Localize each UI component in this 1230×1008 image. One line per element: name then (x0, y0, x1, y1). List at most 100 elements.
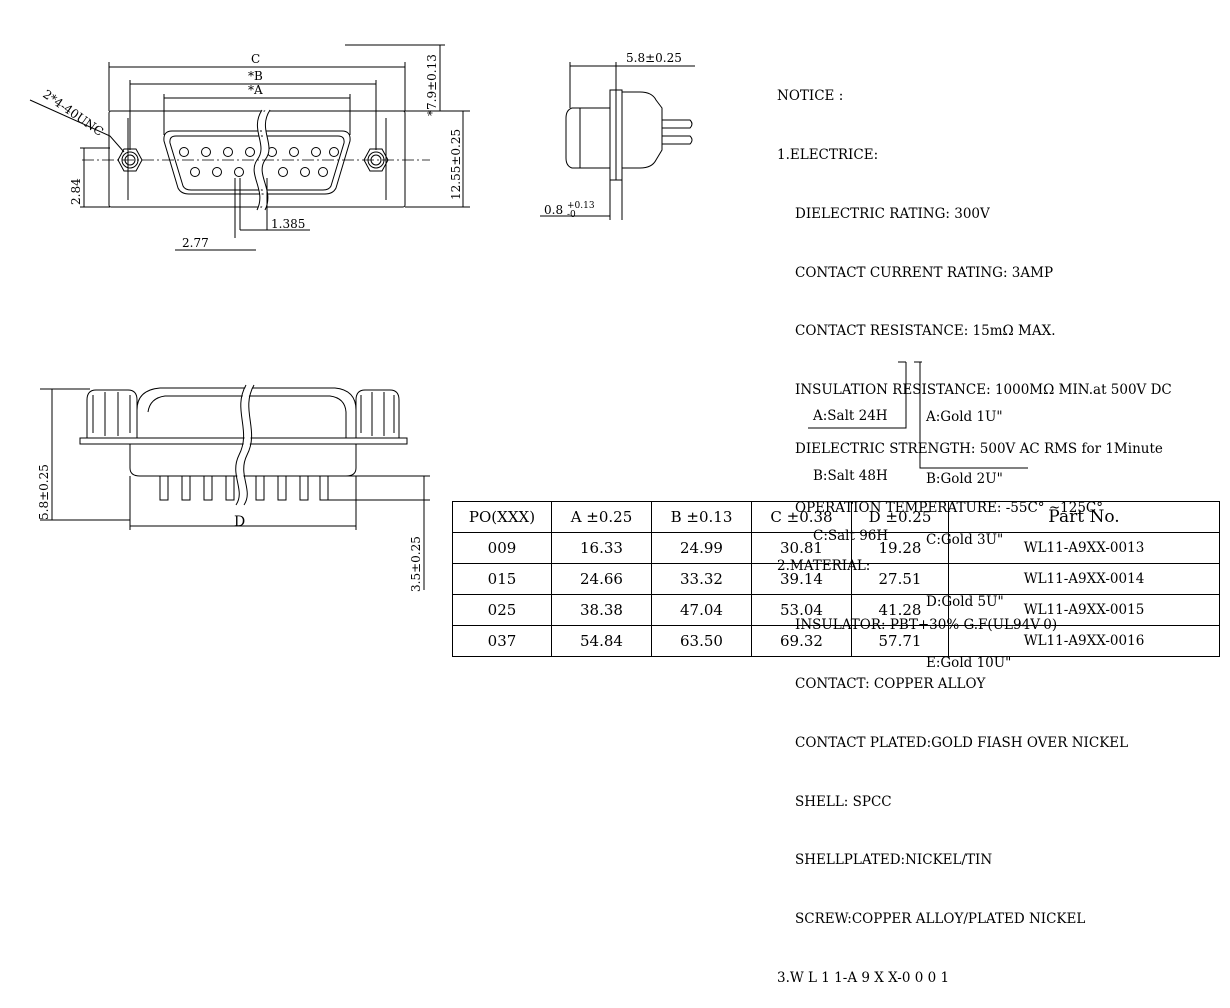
table-row: 037 54.84 63.50 69.32 57.71 WL11-A9XX-00… (452, 625, 1220, 657)
table-cell: 63.50 (651, 625, 752, 657)
notice-s2-line: SHELL: SPCC (795, 793, 892, 810)
side-dim-width-lines (569, 62, 695, 108)
table-cell: WL11-A9XX-0015 (948, 594, 1220, 626)
side-pins (662, 119, 693, 145)
bottom-dim-pin-lines (328, 475, 430, 590)
technical-drawing: C *B *A *7.9±0.13 12.55±0.25 2*4-40UNC 2… (29, 44, 1028, 592)
bottom-break-2 (243, 384, 255, 506)
notice-brackets (808, 361, 1028, 469)
table-cell: 24.99 (651, 532, 752, 564)
notice-section-3-heading: 3.W L 1 1-A 9 X X-0 0 0 1 (777, 969, 950, 986)
front-pins-row-1 (179, 147, 339, 157)
notice-section-1-heading: 1.ELECTRICE: (777, 146, 879, 163)
notice-s2-line: CONTACT: COPPER ALLOY (795, 676, 986, 692)
label-side-thickness-sup: +0.13 (567, 201, 595, 211)
front-view (29, 44, 470, 251)
dim-pitch-lines (175, 178, 310, 251)
label-screw: 2*4-40UNC (40, 87, 106, 139)
table-row: 009 16.33 24.99 30.81 19.28 WL11-A9XX-00… (452, 532, 1220, 564)
label-dim-height-top: *7.9±0.13 (425, 54, 439, 116)
notice-title: NOTICE : (777, 88, 844, 105)
table-header: C ±0.38 (751, 501, 852, 533)
table-cell: 19.28 (851, 532, 949, 564)
label-dim-pitch-row: 2.77 (182, 236, 209, 250)
table-header: A ±0.25 (551, 501, 652, 533)
table-cell: 24.66 (551, 563, 652, 595)
label-side-thickness: 0.8 (544, 203, 563, 217)
notice-s1-line: INSULATION RESISTANCE: 1000MΩ MIN.at 500… (795, 382, 1172, 399)
table-row: 015 24.66 33.32 39.14 27.51 WL11-A9XX-00… (452, 563, 1220, 595)
front-shell-outline (108, 110, 406, 208)
table-header: D ±0.25 (851, 501, 949, 533)
bottom-dim-height-lines (40, 388, 130, 521)
bottom-pins (159, 476, 329, 501)
table-cell: 69.32 (751, 625, 852, 657)
notice-s1-line: DIELECTRIC RATING: 300V (795, 205, 990, 222)
table-cell: 33.32 (651, 563, 752, 595)
table-cell: WL11-A9XX-0016 (948, 625, 1220, 657)
dim-a-line (163, 94, 351, 135)
notice-s2-line: CONTACT PLATED:GOLD FIASH OVER NICKEL (795, 734, 1129, 751)
side-rear (622, 91, 663, 169)
screw-leader (29, 99, 125, 153)
salt-option: A:Salt 24H (813, 408, 888, 424)
table-cell: 025 (452, 594, 552, 626)
label-bottom-height: 5.8±0.25 (37, 464, 51, 520)
table-header: Part No. (948, 501, 1220, 533)
label-dim-b: *B (248, 69, 263, 83)
salt-option: B:Salt 48H (813, 468, 888, 484)
label-dim-a: *A (248, 83, 263, 97)
label-dim-height: 12.55±0.25 (449, 129, 463, 200)
table-cell: WL11-A9XX-0014 (948, 563, 1220, 595)
table-cell: 009 (452, 532, 552, 564)
label-dim-c: C (251, 52, 260, 66)
gold-option: A:Gold 1U" (926, 409, 1003, 425)
label-bottom-pin: 3.5±0.25 (409, 536, 423, 592)
gold-bracket (914, 361, 1028, 469)
notice-s2-line: SHELLPLATED:NICKEL/TIN (795, 852, 993, 869)
table-cell: 54.84 (551, 625, 652, 657)
table-header: PO(XXX) (452, 501, 552, 533)
table-row: 025 38.38 47.04 53.04 41.28 WL11-A9XX-00… (452, 594, 1220, 626)
front-pins-row-2 (190, 167, 328, 177)
table-cell: WL11-A9XX-0013 (948, 532, 1220, 564)
table-cell: 47.04 (651, 594, 752, 626)
side-dim-thickness-lines (540, 180, 623, 220)
table-cell: 27.51 (851, 563, 949, 595)
label-dim-pitch: 1.385 (271, 217, 305, 231)
notice-s1-line: CONTACT RESISTANCE: 15mΩ MAX. (795, 323, 1056, 340)
table-cell: 41.28 (851, 594, 949, 626)
table-cell: 38.38 (551, 594, 652, 626)
table-header: B ±0.13 (651, 501, 752, 533)
dim-c-line (108, 62, 406, 111)
gold-option: E:Gold 10U" (926, 655, 1012, 671)
dimension-table: PO(XXX) A ±0.25 B ±0.13 C ±0.38 D ±0.25 … (452, 501, 1220, 657)
label-side-thickness-sub: -0 (567, 210, 576, 220)
notice-s2-line: SCREW:COPPER ALLOY/PLATED NICKEL (795, 911, 1086, 928)
table-cell: 39.14 (751, 563, 852, 595)
side-body (565, 107, 611, 169)
table-cell: 57.71 (851, 625, 949, 657)
table-cell: 037 (452, 625, 552, 657)
table-cell: 16.33 (551, 532, 652, 564)
side-view (540, 62, 695, 220)
salt-bracket (808, 361, 907, 429)
label-dim-left: 2.84 (69, 178, 83, 205)
bottom-break-1 (235, 384, 247, 506)
bottom-housing-top (136, 387, 357, 438)
dim-d-line (129, 476, 357, 530)
front-flange-lines (127, 118, 387, 200)
table-cell: 30.81 (751, 532, 852, 564)
notice-s1-line: DIELECTRIC STRENGTH: 500V AC RMS for 1Mi… (795, 440, 1163, 457)
table-cell: 53.04 (751, 594, 852, 626)
notice-s1-line: CONTACT CURRENT RATING: 3AMP (795, 264, 1054, 281)
bottom-left-nut (86, 389, 138, 438)
gold-option: B:Gold 2U" (926, 470, 1003, 487)
dim-left-lines (80, 147, 110, 208)
table-cell: 015 (452, 563, 552, 595)
bottom-right-nut (355, 389, 400, 438)
label-dim-d: D (234, 514, 245, 530)
bottom-view (40, 383, 430, 590)
label-side-width: 5.8±0.25 (626, 51, 682, 65)
front-dsub-housing (163, 130, 351, 195)
